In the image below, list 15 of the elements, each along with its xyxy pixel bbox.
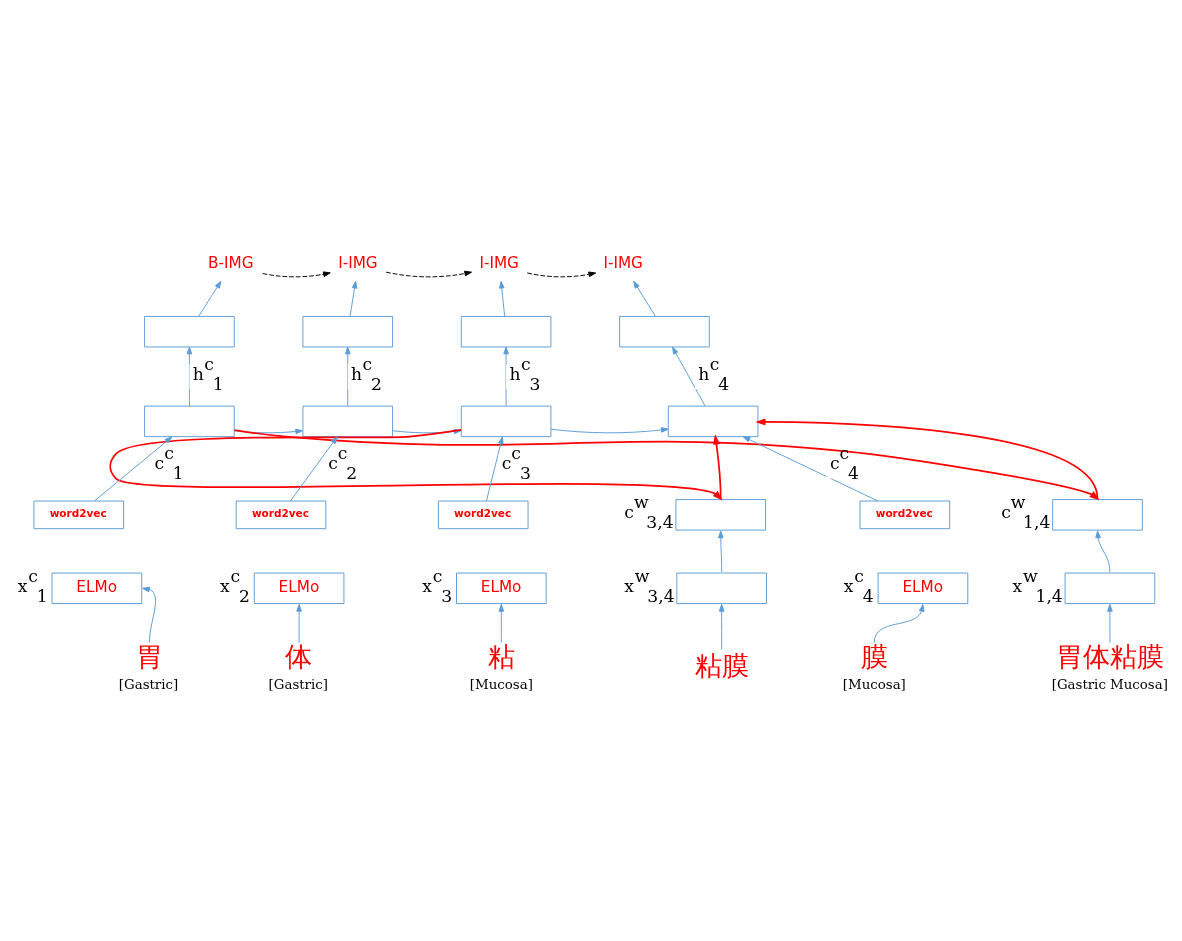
node-text: I-IMG bbox=[603, 253, 643, 272]
node-text: B-IMG bbox=[208, 253, 254, 272]
node-text: I-IMG bbox=[479, 253, 519, 272]
node-text: I-IMG bbox=[338, 253, 378, 272]
node-text: 胃体粘膜 bbox=[1056, 640, 1165, 672]
node-text: 粘膜 bbox=[694, 650, 749, 682]
node-text: 膜 bbox=[860, 640, 888, 672]
node-label: [Gastric Mucosa] bbox=[1051, 676, 1168, 692]
node-text: 粘 bbox=[487, 640, 515, 672]
node-label: [Mucosa] bbox=[469, 676, 533, 692]
node-text: 体 bbox=[285, 640, 313, 672]
node-text: 胃 bbox=[135, 640, 163, 672]
node-label: [Gastric] bbox=[268, 676, 328, 692]
node-label: [Mucosa] bbox=[842, 676, 906, 692]
node-label: [Gastric] bbox=[118, 676, 179, 692]
